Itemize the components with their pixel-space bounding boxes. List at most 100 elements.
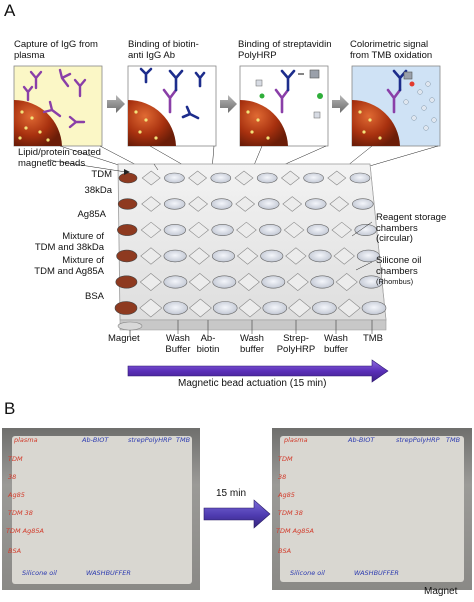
- stage-2-title-line-1: Binding of biotin-: [128, 39, 199, 50]
- oil-chamber: [188, 196, 209, 212]
- stage-1-box: [13, 65, 103, 147]
- oil-chamber: [331, 221, 353, 239]
- oil-chamber: [280, 170, 300, 186]
- reagent-well: [211, 224, 234, 236]
- reagent-well: [352, 198, 374, 210]
- plasma-well: [117, 198, 138, 210]
- reagent-well: [305, 198, 327, 210]
- reagent-well: [163, 198, 186, 210]
- reagent-label-line-2: chambers: [376, 222, 418, 234]
- oil-chamber: [141, 170, 161, 186]
- magnet-label: Magnet: [424, 586, 458, 597]
- bottom-label-ab-biotin-line-2: biotin: [196, 343, 220, 355]
- oil-chamber: [139, 298, 163, 318]
- stage-2-title: Binding of biotin- anti IgG Ab: [128, 39, 199, 61]
- oil-chamber: [188, 273, 211, 291]
- right-pointer-lines: [153, 163, 373, 271]
- reagent-well: [262, 301, 288, 315]
- oil-chamber: [282, 196, 303, 212]
- bottom-label-tmb: TMB: [362, 333, 384, 344]
- reagent-well: [212, 301, 238, 315]
- left-annot-wash: WASHBUFFER: [86, 569, 131, 577]
- right-annot-row-38: 38: [278, 473, 287, 481]
- reagent-well: [359, 275, 384, 289]
- left-annot-row-tdmag: TDM Ag85A: [6, 527, 44, 535]
- oil-chamber: [140, 221, 162, 239]
- bottom-label-wash-2-line-1: Wash: [240, 333, 264, 344]
- right-annot-tmb: TMB: [446, 436, 461, 444]
- left-annot-ab-biot: Ab-BIOT: [82, 436, 109, 444]
- magnet-pointer: [117, 321, 143, 336]
- oil-chamber: [188, 298, 212, 318]
- tray-wells: [114, 170, 387, 318]
- reagent-well: [258, 198, 280, 210]
- right-annot-oil: Silicone oil: [290, 569, 325, 577]
- oil-chamber: [329, 196, 350, 212]
- reagent-well: [210, 198, 233, 210]
- reagent-well: [356, 249, 380, 263]
- oil-label-rhombus: (Rhombus): [376, 277, 414, 286]
- time-arrow: [203, 499, 271, 529]
- stage-2-title-line-2: anti IgG Ab: [128, 49, 176, 61]
- reagent-well: [163, 224, 186, 236]
- reagent-well: [211, 249, 235, 263]
- oil-chamber: [236, 221, 257, 239]
- reagent-well: [259, 224, 282, 236]
- bead-pointer: [47, 159, 130, 175]
- row-label-mix-tdm-38: Mixture of TDM and 38kDa: [35, 231, 104, 253]
- stage-4-title: Colorimetric signal from TMB oxidation: [350, 39, 433, 61]
- stage-arrow-3: [332, 95, 349, 113]
- left-annot-row-bsa: BSA: [8, 547, 22, 555]
- bottom-pointer-lines: [177, 320, 373, 334]
- time-arrow-label: 15 min: [216, 488, 247, 499]
- reagent-label-line-1: Reagent storage: [376, 212, 447, 223]
- oil-chamber: [288, 298, 312, 318]
- bottom-label-ab-biotin-line-1: Ab-: [200, 333, 216, 344]
- oil-chamber: [333, 247, 355, 265]
- actuation-label: Magnetic bead actuation (15 min): [178, 378, 327, 389]
- oil-chamber: [327, 170, 347, 186]
- reagent-well: [163, 275, 188, 289]
- row-label-38kda: 38kDa: [84, 185, 112, 196]
- bottom-label-strep-line-2: PolyHRP: [276, 343, 316, 355]
- oil-chamber: [236, 247, 259, 265]
- left-annot-strep: strepPolyHRP: [128, 436, 172, 444]
- oil-label-line-1: Silicone oil: [376, 255, 422, 266]
- reagent-well: [210, 172, 232, 184]
- reagent-well: [361, 301, 387, 315]
- oil-chamber: [237, 273, 260, 291]
- oil-chamber: [238, 298, 262, 318]
- reagent-well: [312, 301, 337, 315]
- bead-label-line-2: magnetic beads: [18, 157, 86, 169]
- stage-4-title-line-2: from TMB oxidation: [350, 49, 433, 61]
- oil-chamber: [285, 247, 307, 265]
- oil-label-line-2: chambers: [376, 265, 418, 277]
- right-annot-row-tdm38: TDM 38: [278, 509, 303, 517]
- oil-chamber: [188, 170, 208, 186]
- oil-chamber: [140, 247, 162, 265]
- oil-chamber: [286, 273, 309, 291]
- reagent-well: [310, 275, 335, 289]
- actuation-arrow: [127, 359, 389, 383]
- stage-4-title-line-1: Colorimetric signal: [350, 39, 429, 50]
- left-annot-row-tdm: TDM: [8, 455, 23, 463]
- bottom-label-strep: Strep- PolyHRP: [274, 333, 318, 355]
- row-label-ag85a: Ag85A: [77, 209, 106, 220]
- reagent-well: [164, 172, 185, 184]
- right-annot-row-tdmag: TDM Ag85A: [276, 527, 314, 535]
- plasma-well: [114, 301, 138, 315]
- bottom-label-ab-biotin: Ab- biotin: [192, 333, 224, 355]
- right-annot-ab-biot: Ab-BIOT: [348, 436, 375, 444]
- panel-a-letter: A: [4, 1, 16, 20]
- oil-chamber: [335, 273, 358, 291]
- oil-chamber: [235, 196, 256, 212]
- reagent-well: [308, 249, 332, 263]
- reagent-well: [163, 301, 188, 315]
- reagent-well: [303, 172, 324, 184]
- row-label-mix-tdm-38-line-1: Mixture of: [62, 231, 104, 242]
- stage-3-box: [239, 65, 329, 147]
- oil-chamber: [188, 247, 210, 265]
- reagent-well: [260, 249, 284, 263]
- bottom-label-wash-3-line-2: buffer: [323, 343, 349, 355]
- bottom-label-wash-2-line-2: buffer: [239, 343, 265, 355]
